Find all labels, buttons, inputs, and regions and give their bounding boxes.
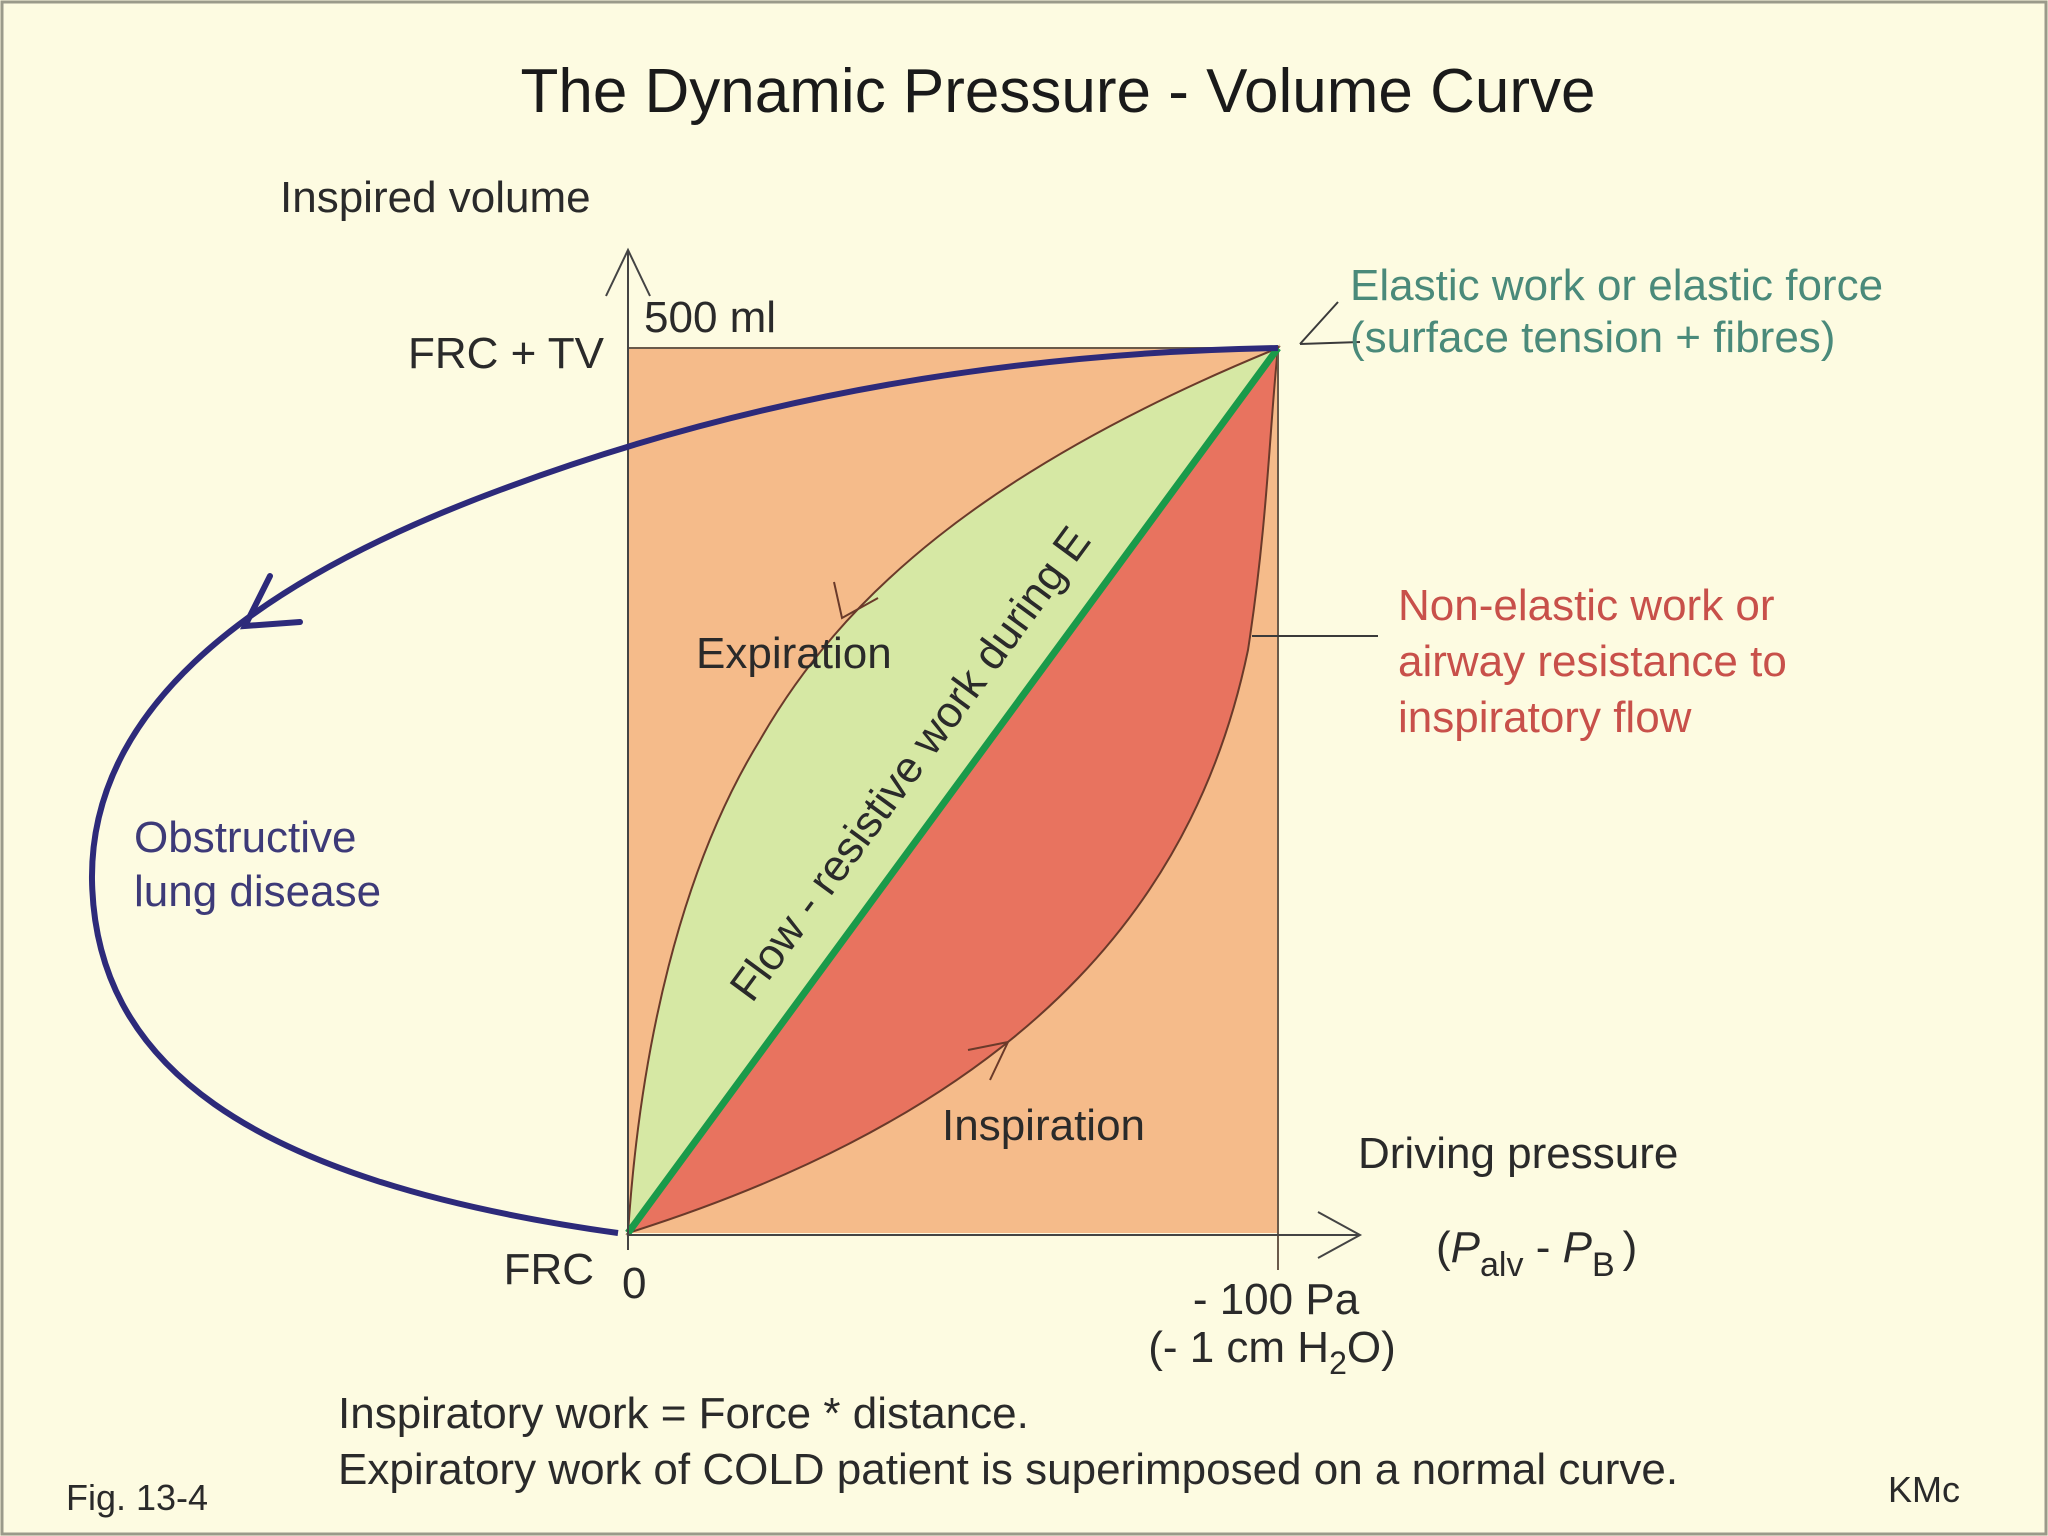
obstructive-label-1: Obstructive bbox=[134, 813, 357, 862]
frc-label: FRC bbox=[504, 1245, 594, 1294]
obstructive-label-2: lung disease bbox=[134, 867, 381, 916]
obstructive-curve bbox=[88, 345, 1279, 1236]
elastic-pointer-head bbox=[1299, 301, 1339, 345]
elastic-label-1: Elastic work or elastic force bbox=[1350, 261, 1883, 310]
figure-number: Fig. 13-4 bbox=[66, 1477, 208, 1518]
x-axis-arrow bbox=[1317, 1211, 1363, 1259]
x-axis-formula: (Palv - PB) bbox=[1436, 1223, 1637, 1284]
footer-line-1: Inspiratory work = Force * distance. bbox=[338, 1389, 1029, 1438]
elastic-diagonal bbox=[625, 345, 1281, 1236]
x-tick-pa: - 100 Pa bbox=[1193, 1275, 1360, 1324]
y-axis-label: Inspired volume bbox=[280, 173, 591, 222]
x-axis-label: Driving pressure bbox=[1358, 1129, 1678, 1178]
inspiration-arrow bbox=[967, 1040, 1010, 1081]
y-axis-arrow bbox=[605, 247, 651, 297]
expiration-arrow bbox=[833, 581, 879, 620]
expiration-label: Expiration bbox=[696, 629, 892, 678]
obstructive-arrow bbox=[239, 573, 303, 630]
nonelastic-label-1: Non-elastic work or bbox=[1398, 581, 1775, 630]
author-initials: KMc bbox=[1888, 1469, 1960, 1510]
footer-line-2: Expiratory work of COLD patient is super… bbox=[338, 1445, 1678, 1494]
nonelastic-label-2: airway resistance to bbox=[1398, 637, 1787, 686]
nonelastic-label-3: inspiratory flow bbox=[1398, 693, 1692, 742]
elastic-pointer bbox=[1299, 341, 1361, 345]
frc-tv-label: FRC + TV bbox=[408, 329, 605, 378]
origin-label: 0 bbox=[622, 1259, 646, 1308]
inspiration-label: Inspiration bbox=[942, 1101, 1145, 1150]
diagram-title: The Dynamic Pressure - Volume Curve bbox=[520, 57, 1595, 126]
elastic-label-2: (surface tension + fibres) bbox=[1350, 313, 1835, 362]
x-tick-cmh2o: (- 1 cm H2O) bbox=[1148, 1323, 1396, 1381]
y-tick-500ml: 500 ml bbox=[644, 293, 776, 342]
